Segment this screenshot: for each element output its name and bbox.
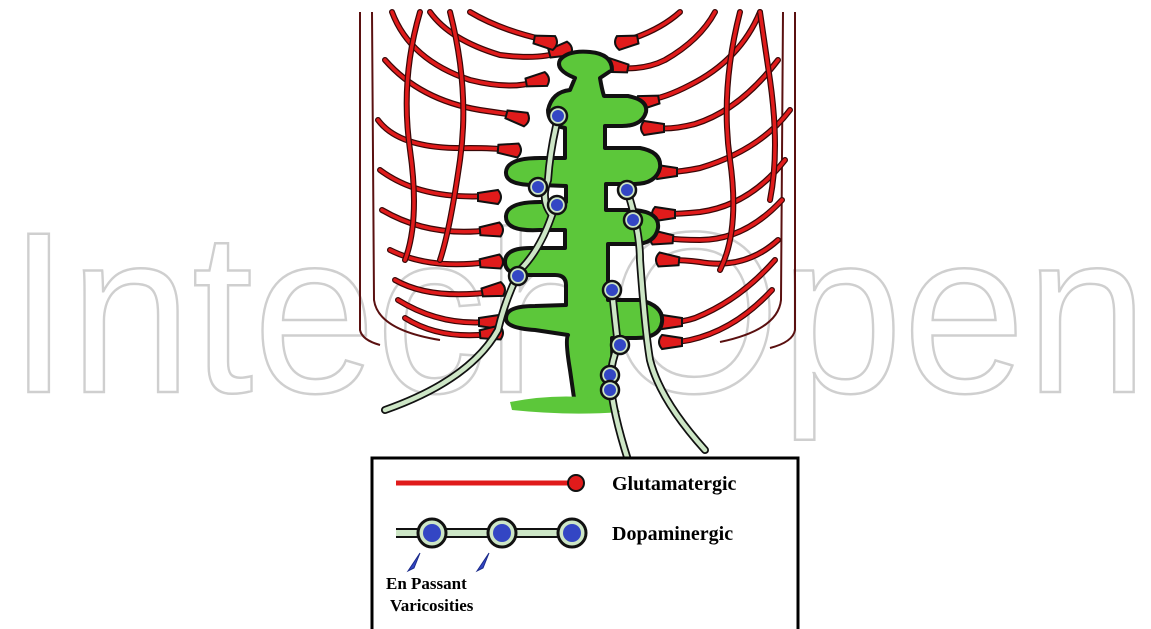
- dopaminergic-key-varicosities: [418, 519, 586, 547]
- glutamatergic-terminal: [533, 33, 558, 51]
- varicosity-core: [604, 369, 616, 381]
- glutamatergic-terminal: [525, 72, 550, 90]
- glutamatergic-terminal: [641, 121, 664, 135]
- glutamatergic-label: Glutamatergic: [612, 473, 737, 495]
- varicosity-core: [552, 110, 564, 122]
- glutamatergic-terminal: [505, 108, 531, 127]
- glutamatergic-terminal: [614, 33, 639, 51]
- varicosity-core: [512, 270, 524, 282]
- varicosity-core: [604, 384, 616, 396]
- legend: Glutamatergic Dopaminergic En Passant Va…: [372, 458, 798, 629]
- varicosity-core: [551, 199, 563, 211]
- glutamatergic-key-terminal: [568, 475, 584, 491]
- varicosity-core: [606, 284, 618, 296]
- varicosity-core: [614, 339, 626, 351]
- dopaminergic-label: Dopaminergic: [612, 523, 733, 545]
- varicosity-core: [532, 181, 544, 193]
- glutamatergic-terminal: [478, 190, 501, 204]
- glutamatergic-terminal: [659, 335, 682, 349]
- varicosity-core: [627, 214, 639, 226]
- glutamatergic-terminal: [497, 142, 521, 158]
- varicosities-label-line2: Varicosities: [390, 596, 474, 615]
- varicosities-label-line1: En Passant: [386, 574, 467, 593]
- varicosity-core: [621, 184, 633, 196]
